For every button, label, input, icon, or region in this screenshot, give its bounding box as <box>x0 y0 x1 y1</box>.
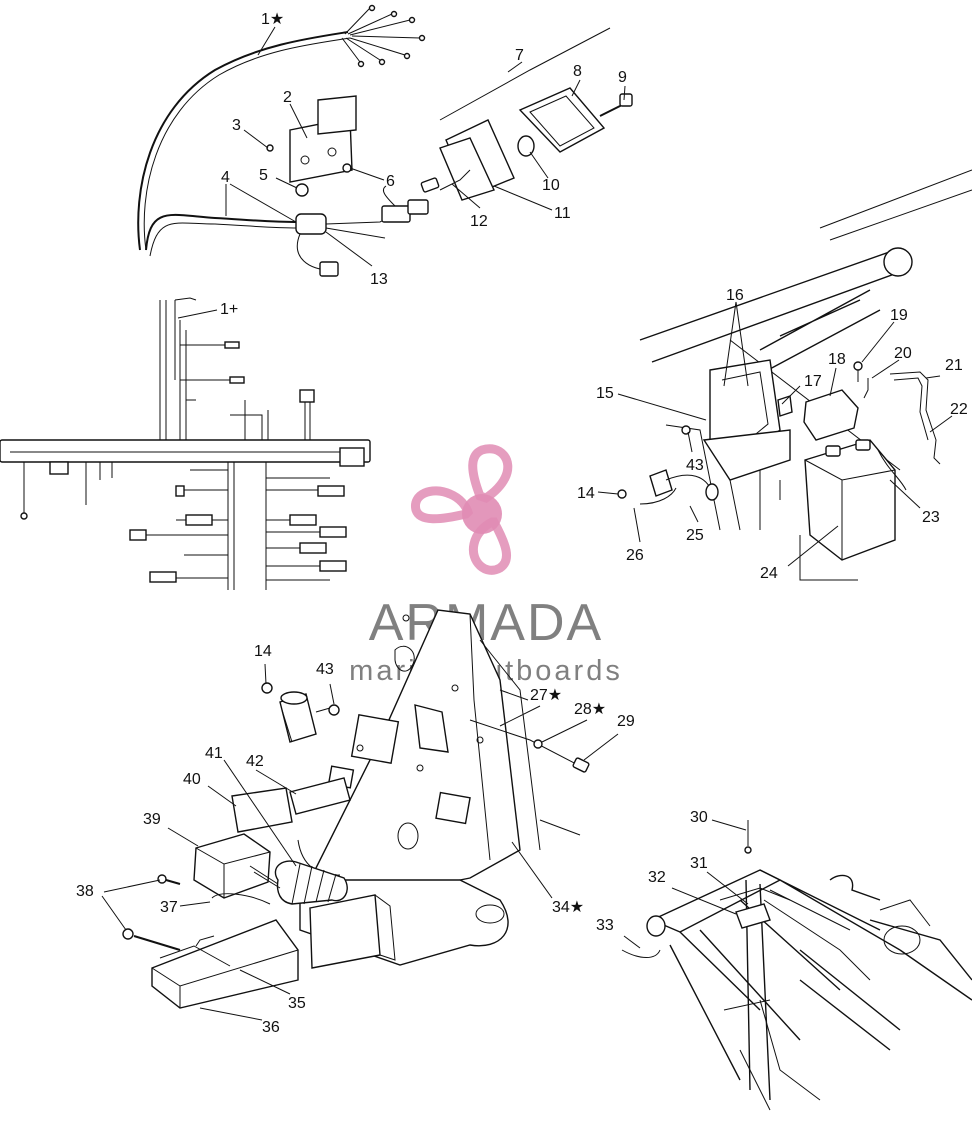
frame-assembly <box>621 820 972 1111</box>
callout-30: 30 <box>690 809 708 826</box>
callout-13: 13 <box>370 271 388 288</box>
callout-23: 23 <box>922 509 940 526</box>
callout-3: 3 <box>232 117 241 134</box>
callout-6: 6 <box>386 173 395 190</box>
callout-11: 11 <box>554 205 571 222</box>
callout-19: 19 <box>890 307 908 324</box>
callout-2: 2 <box>283 89 292 106</box>
callout-21: 21 <box>945 357 963 374</box>
callout-26: 26 <box>626 547 644 564</box>
callout-40: 40 <box>183 771 201 788</box>
callout-10: 10 <box>542 177 560 194</box>
callout-18: 18 <box>828 351 846 368</box>
leader-lines <box>101 26 953 1021</box>
callout-32: 32 <box>648 869 666 886</box>
callout-12: 12 <box>470 213 488 230</box>
ignition-components-assembly <box>122 609 590 1009</box>
callout-15: 15 <box>596 385 614 402</box>
callout-1-plus: 1+ <box>220 301 238 318</box>
callout-22: 22 <box>950 401 968 418</box>
callout-37: 37 <box>160 899 178 916</box>
callout-14-battery: 14 <box>577 485 595 502</box>
callout-43-battery: 43 <box>686 457 704 474</box>
callout-25: 25 <box>686 527 704 544</box>
callout-4: 4 <box>221 169 230 186</box>
propeller-logo <box>411 444 513 575</box>
callout-43-coil: 43 <box>316 661 334 678</box>
callout-7: 7 <box>515 47 524 64</box>
callout-17: 17 <box>804 373 822 390</box>
battery-assembly <box>617 169 972 581</box>
callout-39: 39 <box>143 811 161 828</box>
callout-31: 31 <box>690 855 708 872</box>
watermark-brand: ARMADA <box>369 594 603 652</box>
callout-20: 20 <box>894 345 912 362</box>
callout-42: 42 <box>246 753 264 770</box>
callout-5: 5 <box>259 167 268 184</box>
callout-35: 35 <box>288 995 306 1012</box>
callout-34-star: 34★ <box>552 899 584 916</box>
callout-1-star: 1★ <box>261 11 284 28</box>
callout-16: 16 <box>726 287 744 304</box>
callout-9: 9 <box>618 69 627 86</box>
wiring-schematic <box>0 297 371 590</box>
part-callouts: 1★ 1+ 2 3 4 5 6 7 8 9 10 11 12 13 14 14 … <box>76 11 968 1036</box>
callout-36: 36 <box>262 1019 280 1036</box>
callout-14-coil: 14 <box>254 643 272 660</box>
callout-33: 33 <box>596 917 614 934</box>
callout-38: 38 <box>76 883 94 900</box>
callout-8: 8 <box>573 63 582 80</box>
callout-28-star: 28★ <box>574 701 606 718</box>
callout-41: 41 <box>205 745 223 762</box>
callout-29: 29 <box>617 713 635 730</box>
harness-taillight-assembly <box>137 4 633 277</box>
callout-27-star: 27★ <box>530 687 562 704</box>
callout-24: 24 <box>760 565 778 582</box>
